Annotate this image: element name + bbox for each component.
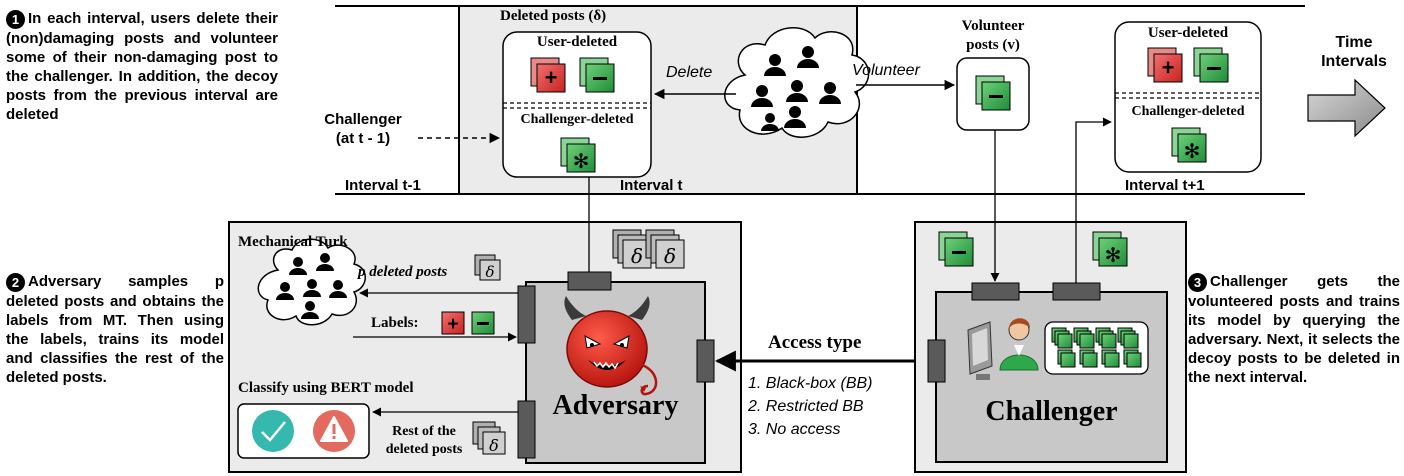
challenger-deleted-label: Challenger-deleted	[520, 112, 634, 127]
delta-post-stack-icon: δ	[612, 229, 652, 269]
rest-label: Rest of the deleted posts	[385, 424, 463, 457]
red-plus-post-icon: +	[1147, 47, 1183, 83]
delta-post-icon: δ	[474, 254, 501, 281]
svg-text:✻: ✻	[573, 149, 590, 173]
delta-post-stack-icon: δ	[472, 421, 506, 455]
access-option-2: 2. Restricted BB	[748, 398, 864, 415]
svg-text:δ: δ	[664, 244, 676, 268]
deleted-posts-title: Deleted posts (δ)	[500, 8, 607, 24]
p-deleted-label: p deleted posts	[358, 264, 448, 280]
mechanical-turk-cloud	[257, 238, 366, 326]
adversary-port-right	[696, 339, 715, 383]
green-minus-post-icon	[1193, 47, 1229, 83]
labels-label: Labels:	[371, 315, 419, 331]
check-icon	[252, 410, 294, 452]
challenger-box	[935, 291, 1168, 463]
svg-text:δ: δ	[489, 436, 499, 455]
svg-text:+: +	[1162, 55, 1175, 80]
adversary-port-left-1	[517, 285, 536, 344]
access-option-1: 1. Black-box (BB)	[748, 375, 873, 392]
green-asterisk-post-icon: ✻	[560, 137, 596, 173]
access-option-3: 3. No access	[748, 421, 841, 438]
delta-post-stack-icon: δ	[645, 229, 685, 269]
challenger-port-top-2	[1052, 282, 1101, 301]
access-options: 1. Black-box (BB) 2. Restricted BB 3. No…	[748, 372, 872, 441]
time-arrow-icon	[1307, 78, 1386, 138]
warning-icon	[313, 410, 355, 452]
next-challenger-deleted-label: Challenger-deleted	[1131, 104, 1245, 119]
step3-number: 3	[1188, 273, 1207, 292]
step3-text: Challenger gets the volunteered posts an…	[1188, 273, 1400, 386]
challenger-label: Challenger	[985, 396, 1118, 427]
person-at-computer-icon	[967, 318, 1039, 380]
svg-text:+: +	[447, 314, 458, 335]
challenger-to-next-arrow	[1075, 117, 1112, 283]
step1-number: 1	[6, 10, 25, 29]
green-asterisk-post-icon: ✻	[1092, 231, 1128, 267]
green-minus-label-icon	[471, 311, 495, 335]
svg-text:δ: δ	[631, 244, 643, 268]
user-deleted-label: User-deleted	[536, 34, 618, 50]
svg-text:✻: ✻	[1184, 139, 1201, 163]
step1-text: In each interval, users delete their (no…	[6, 10, 278, 123]
green-minus-post-icon	[579, 57, 615, 93]
green-asterisk-post-icon: ✻	[1171, 127, 1207, 163]
mturk-title: Mechanical Turk	[238, 234, 348, 250]
step2-number: 2	[6, 273, 25, 292]
classify-label: Classify using BERT model	[238, 380, 414, 396]
interval-cur-label: Interval t	[620, 177, 683, 194]
adversary-label: Adversary	[552, 390, 679, 421]
interval-next-label: Interval t+1	[1125, 177, 1205, 194]
volunteer-posts-title: Volunteer posts (v)	[961, 18, 1025, 53]
red-plus-post-icon: +	[530, 57, 566, 93]
svg-text:δ: δ	[485, 263, 494, 281]
access-type-title: Access type	[768, 332, 862, 353]
green-minus-post-icon	[938, 231, 974, 267]
devil-icon	[564, 296, 658, 396]
svg-text:+: +	[545, 65, 558, 90]
challenger-port-left	[927, 339, 946, 383]
green-minus-post-icon	[975, 75, 1011, 111]
svg-text:✻: ✻	[1105, 243, 1122, 267]
next-user-deleted-label: User-deleted	[1147, 25, 1229, 41]
adversary-port-left-2	[517, 400, 536, 459]
volunteer-label: Volunteer	[852, 62, 920, 79]
interval-prev-label: Interval t-1	[345, 177, 421, 194]
delete-label: Delete	[666, 64, 713, 81]
green-posts-grid-icon	[1051, 327, 1142, 368]
challenger-prev-label: Challenger (at t - 1)	[324, 111, 402, 147]
users-cloud	[724, 27, 870, 138]
time-intervals-label: Time Intervals	[1321, 34, 1387, 70]
step2-text: Adversary samples p deleted posts and ob…	[6, 273, 224, 386]
adversary-port-top	[567, 271, 612, 291]
red-plus-label-icon: +	[441, 311, 465, 335]
challenger-port-top-1	[971, 282, 1020, 301]
